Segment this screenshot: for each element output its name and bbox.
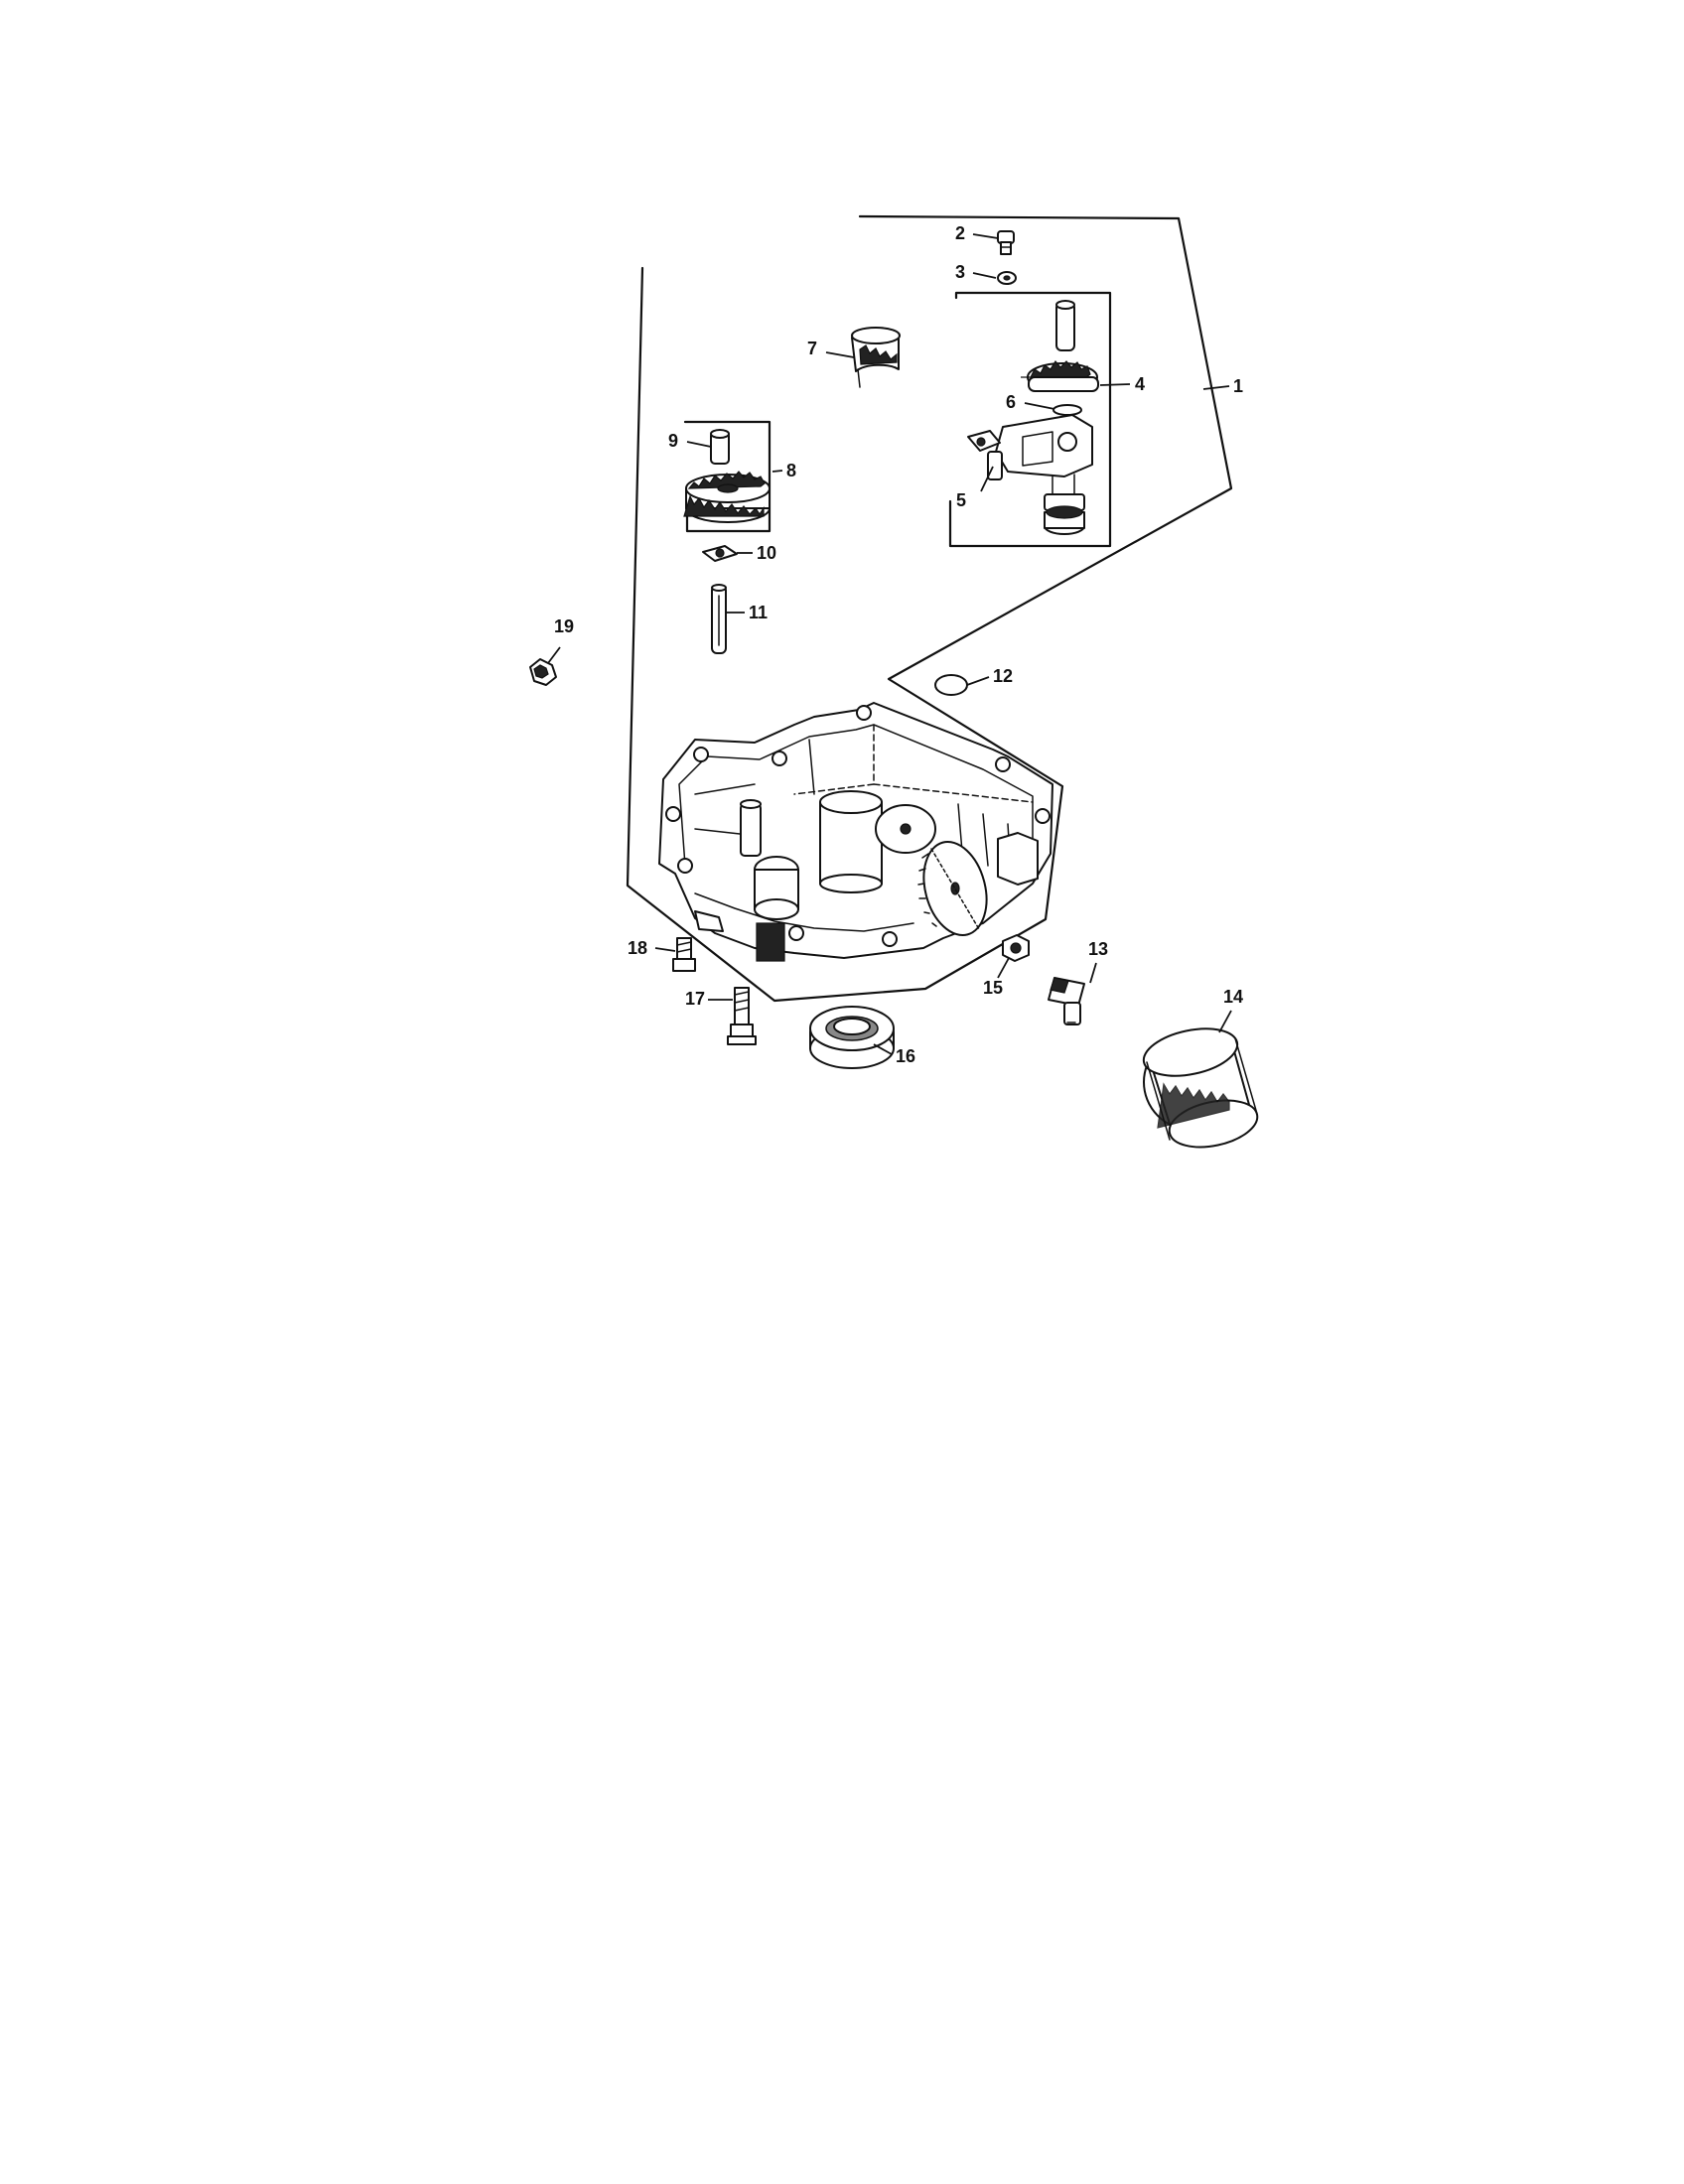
callout-6: 6 bbox=[1006, 392, 1016, 412]
leader-lines bbox=[547, 233, 1232, 1055]
drain-plug-part bbox=[529, 658, 557, 686]
callout-3: 3 bbox=[955, 262, 965, 282]
screw-part bbox=[997, 230, 1015, 255]
oil-pump-assembly bbox=[948, 291, 1112, 548]
callout-12: 12 bbox=[993, 666, 1013, 686]
callout-19: 19 bbox=[554, 616, 574, 636]
callout-10: 10 bbox=[757, 543, 776, 563]
callout-8: 8 bbox=[786, 461, 796, 480]
callout-4: 4 bbox=[1135, 374, 1145, 394]
washer-part bbox=[997, 271, 1017, 285]
callout-18: 18 bbox=[628, 938, 647, 958]
callout-11: 11 bbox=[749, 603, 768, 622]
callout-9: 9 bbox=[668, 431, 678, 451]
oil-filter-part bbox=[1142, 1027, 1259, 1149]
oil-sensor-part bbox=[1048, 977, 1085, 1025]
callout-14: 14 bbox=[1223, 987, 1243, 1007]
shaft-pin-part bbox=[711, 584, 727, 654]
o-ring-part bbox=[934, 674, 968, 696]
nut-part bbox=[1002, 934, 1030, 962]
assembly-outline bbox=[626, 214, 1233, 1003]
closure-plate bbox=[658, 702, 1053, 962]
callout-13: 13 bbox=[1088, 939, 1108, 959]
callout-5: 5 bbox=[956, 490, 966, 510]
callout-labels: 1 2 3 4 5 6 7 8 9 10 11 12 13 14 15 16 1… bbox=[554, 223, 1243, 1066]
bolt-long-part bbox=[727, 987, 757, 1045]
bearing-part bbox=[851, 327, 901, 388]
callout-17: 17 bbox=[685, 989, 705, 1009]
callout-1: 1 bbox=[1233, 376, 1243, 396]
callout-2: 2 bbox=[955, 223, 965, 243]
flat-washer-part bbox=[702, 545, 738, 562]
callout-15: 15 bbox=[983, 978, 1003, 998]
callout-7: 7 bbox=[807, 339, 817, 358]
oil-seal-part bbox=[809, 1006, 895, 1069]
callout-16: 16 bbox=[896, 1046, 915, 1066]
bolt-short-part bbox=[672, 937, 696, 972]
gear-assembly bbox=[683, 420, 772, 533]
